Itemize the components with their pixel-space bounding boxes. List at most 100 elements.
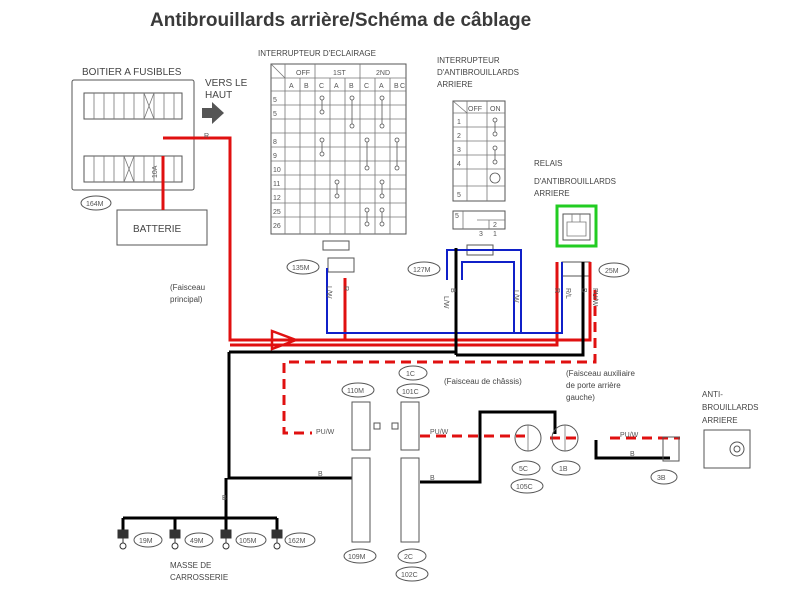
fuse-strip-upper <box>83 92 183 120</box>
wire-blue-1 <box>326 262 563 334</box>
wire-black-4 <box>420 410 670 484</box>
col-c3: C <box>400 83 405 90</box>
connector-column-right: 1C 101C 2C 102C <box>391 365 430 582</box>
relay-label-2: D'ANTIBROUILLARDS <box>534 177 616 186</box>
connector-ref: 109M <box>348 554 366 561</box>
fog-row: 3 <box>457 147 461 154</box>
diagram-title: Antibrouillards arrière/Schéma de câblag… <box>150 10 531 31</box>
row-label: 25 <box>273 209 281 216</box>
connector-ref-outline <box>511 460 541 476</box>
lighting-switch-table <box>270 63 407 235</box>
connector-ref-outline <box>397 548 427 564</box>
wire-code: R <box>342 286 349 291</box>
connector-ref: 102C <box>401 572 418 579</box>
fog-switch-label-1: INTERRUPTEUR <box>437 56 500 65</box>
connector-ref-outline <box>395 566 429 582</box>
bulb-filament-icon <box>733 445 741 453</box>
lighting-switch-pin-header <box>322 240 350 251</box>
relay-label-1: RELAIS <box>534 159 562 168</box>
fuse-box: BOITIER A FUSIBLES 10A 164M <box>71 67 195 211</box>
wire-black-1 <box>229 248 458 355</box>
bulb-icon <box>729 441 745 457</box>
row-label: 11 <box>273 181 280 188</box>
rear-fog-label-1: ANTI- <box>702 390 723 399</box>
row-label: 5 <box>273 111 277 118</box>
lighting-switch: INTERRUPTEUR D'ECLAIRAGE OFF 1ST 2ND A B… <box>258 49 407 275</box>
row-label: 8 <box>273 139 277 146</box>
fuse-box-connector-ref-outline <box>80 195 112 211</box>
wire-black-ground <box>121 478 279 532</box>
fog-switch-ref: 127M <box>413 267 431 274</box>
fog-row: 1 <box>457 119 461 126</box>
relay-body <box>562 213 591 241</box>
connector-ref: 1B <box>559 466 568 473</box>
row-label: 9 <box>273 153 277 160</box>
switch-pos-2nd: 2ND <box>376 70 390 77</box>
connector-body <box>400 457 420 543</box>
col-b2: B <box>349 83 354 90</box>
wire-code: PU/W <box>430 429 449 436</box>
fog-pin: 2 <box>493 222 497 229</box>
round-connector-1b: 1B <box>551 424 581 476</box>
harness-main-1: (Faisceau <box>170 283 205 292</box>
wire-code: B <box>449 288 456 293</box>
col-c2: C <box>364 83 369 90</box>
col-b3: B <box>394 83 399 90</box>
fuse-strip-lower <box>83 155 183 183</box>
fuse-box-label: BOITIER A FUSIBLES <box>82 67 182 78</box>
connector-body <box>351 457 371 543</box>
fuse-box-connector-ref: 164M <box>86 201 104 208</box>
wire-red-relay <box>230 262 559 347</box>
wire-code: B <box>430 475 435 482</box>
lamp-housing <box>703 429 751 469</box>
ground-label-1: MASSE DE <box>170 561 211 570</box>
ground-ref: 105M <box>239 538 257 545</box>
col-a3: A <box>379 83 384 90</box>
round-connector-5c: 5C 105C <box>510 424 544 494</box>
direction-text-2: HAUT <box>205 90 232 101</box>
ground-ref-outline <box>235 532 267 548</box>
connector-ref: 105C <box>516 484 533 491</box>
wire-code: PU/W <box>620 432 639 439</box>
connector-ref: 110M <box>347 388 364 395</box>
connector-ref-outline <box>650 469 678 485</box>
connector-ref-outline <box>510 478 544 494</box>
wire-code: B <box>222 495 227 502</box>
body-ground: 19M 49M 105M 162M MASSE DE CARROSSERIE <box>117 529 316 582</box>
fog-switch-label-3: ARRIERE <box>437 80 473 89</box>
connector-ref: 3B <box>657 475 666 482</box>
wire-red-dashed-1 <box>282 290 597 435</box>
rear-fog-label-3: ARRIERE <box>702 416 738 425</box>
connector-latch <box>391 422 399 430</box>
connector-ref: 101C <box>402 389 419 396</box>
wire-code: L/W <box>325 286 332 299</box>
wire-code: PU/W <box>591 288 598 307</box>
connector-body <box>400 401 420 451</box>
col-c1: C <box>319 83 324 90</box>
ground-ref: 162M <box>288 538 306 545</box>
lighting-switch-label: INTERRUPTEUR D'ECLAIRAGE <box>258 49 376 58</box>
relay-highlight <box>555 204 598 248</box>
lighting-switch-connector <box>327 257 355 273</box>
fuse-rating: 10A <box>152 165 159 178</box>
wire-blue-2 <box>446 249 522 333</box>
wire-code: B <box>630 451 635 458</box>
fog-relay: RELAIS D'ANTIBROUILLARDS ARRIERE 25M <box>534 159 630 278</box>
wire-code: R/L <box>564 288 571 299</box>
col-b1: B <box>304 83 309 90</box>
fog-row: 5 <box>457 192 461 199</box>
fog-switch-label-2: D'ANTIBROUILLARDS <box>437 68 519 77</box>
fuse-box-outline <box>71 79 195 191</box>
fog-row: 4 <box>457 161 461 168</box>
fog-switch-table <box>452 100 506 202</box>
wire-black-3 <box>456 262 585 357</box>
connector-ref-outline <box>551 460 581 476</box>
relay-connector <box>561 261 591 277</box>
connector-ref-outline <box>396 383 430 399</box>
wire-blue-3 <box>461 261 515 333</box>
ground-ref-outline <box>184 532 214 548</box>
wire-red-main <box>161 136 592 342</box>
connector-latch <box>373 422 381 430</box>
wire-code: R <box>553 288 560 293</box>
direction-text-1: VERS LE <box>205 78 248 89</box>
